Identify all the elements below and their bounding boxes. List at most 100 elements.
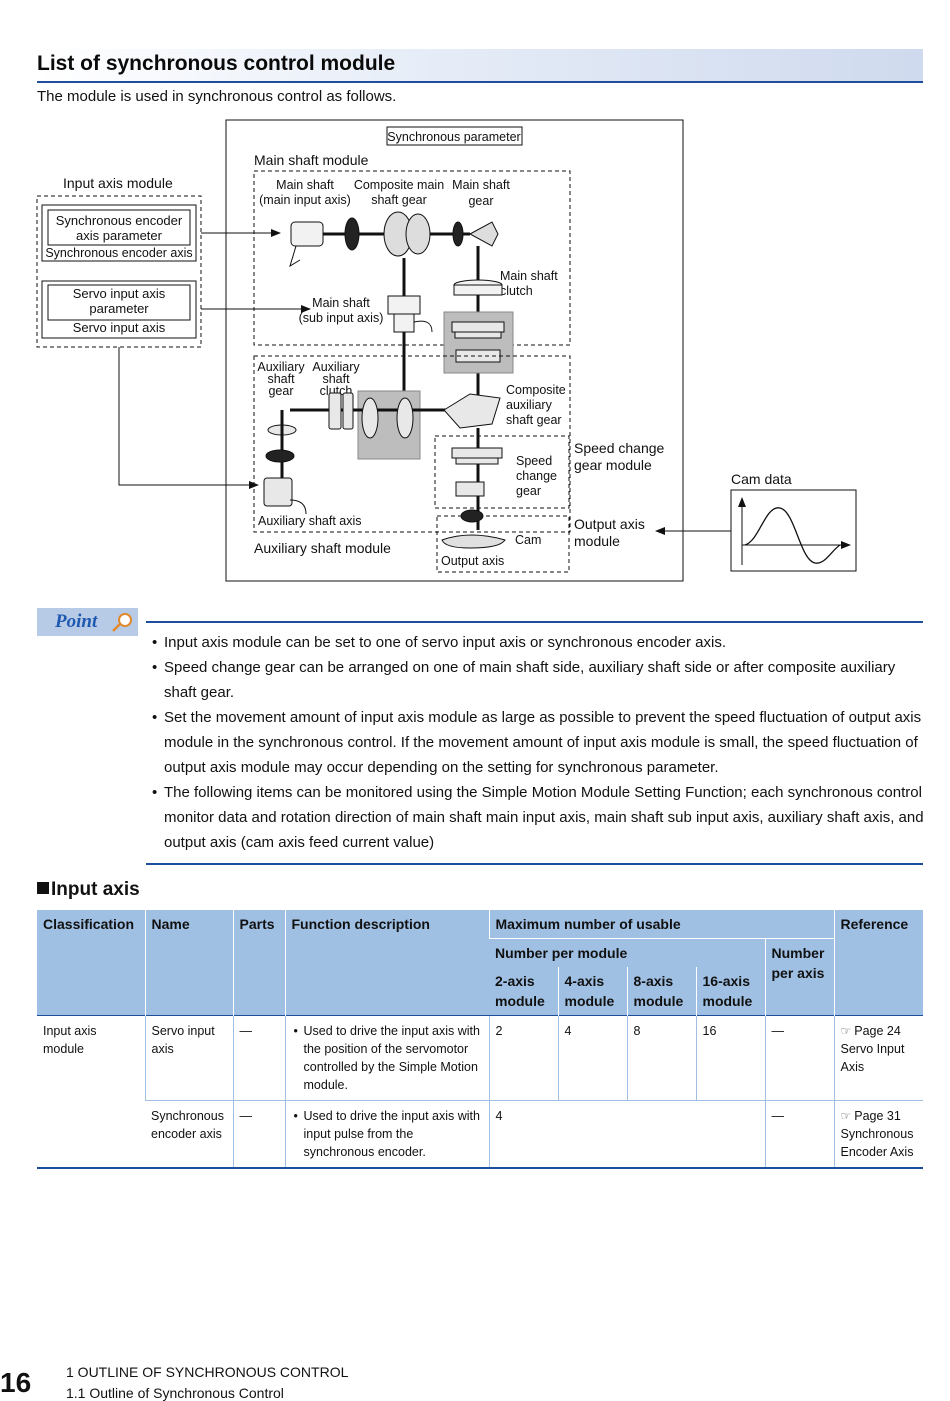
input-axis-module-box xyxy=(36,195,202,348)
sync-parameter-label: Synchronous parameter xyxy=(387,130,520,144)
cam-data-label: Cam data xyxy=(731,471,792,487)
cam-data-curve xyxy=(744,507,841,564)
sync-encoder-param-text-2: axis parameter xyxy=(76,228,163,243)
point-label: Point xyxy=(55,611,98,632)
th-parts: Parts xyxy=(232,910,285,1016)
function-text: Used to drive the input axis with the po… xyxy=(292,1022,483,1094)
th-4axis: 4-axis module xyxy=(557,967,627,1016)
arrow-to-aux-axis xyxy=(118,347,259,489)
main-input-label-2: (main input axis) xyxy=(259,193,351,207)
sync-encoder-param-box xyxy=(47,209,191,246)
table-row: Synchronous encoder axis — Used to drive… xyxy=(37,1100,923,1168)
composite-aux-label-3: shaft gear xyxy=(506,413,562,427)
reference-text[interactable]: Synchronous Encoder Axis xyxy=(840,1127,914,1159)
th-function: Function description xyxy=(284,910,489,1016)
cell-4axis: 4 xyxy=(557,1015,627,1101)
speed-change-module-box xyxy=(434,435,570,509)
aux-gear-label-2: shaft xyxy=(267,372,295,386)
section-title: Input axis xyxy=(51,879,140,900)
sync-encoder-param-text-1: Synchronous encoder xyxy=(56,213,183,228)
aux-shaft-module-box xyxy=(253,355,571,533)
footer-subchapter: 1.1 Outline of Synchronous Control xyxy=(66,1385,284,1401)
cam-label: Cam xyxy=(515,533,541,547)
cell-name: Synchronous encoder axis xyxy=(145,1100,233,1168)
section-square-icon xyxy=(37,882,49,894)
sub-input-label-1: Main shaft xyxy=(312,296,370,310)
main-gear-label-1: Main shaft xyxy=(452,178,510,192)
cam-data-box xyxy=(730,489,857,572)
speed-change-module-label-1: Speed change xyxy=(574,440,665,456)
main-shaft-mechanism xyxy=(289,211,503,400)
page-number: 16 xyxy=(0,1367,32,1398)
main-input-label-1: Main shaft xyxy=(276,178,334,192)
reference-link[interactable]: Page 31 xyxy=(854,1109,901,1123)
page-reference-icon: ☞ xyxy=(840,1109,852,1123)
composite-main-label-1: Composite main xyxy=(354,178,444,192)
main-clutch-label-1: Main shaft xyxy=(500,269,558,283)
speed-change-label-2: change xyxy=(516,469,557,483)
point-list: Input axis module can be set to one of s… xyxy=(150,630,925,855)
composite-aux-label-2: auxiliary xyxy=(506,398,553,412)
output-axis-label: Output axis xyxy=(441,554,504,568)
cell-parts: — xyxy=(232,1015,285,1101)
output-axis-box xyxy=(436,515,570,573)
cell-name: Servo input axis xyxy=(144,1015,233,1101)
cell-function: Used to drive the input axis with input … xyxy=(284,1100,489,1168)
point-item: Speed change gear can be arranged on one… xyxy=(150,655,925,705)
speed-change-module-label-2: gear module xyxy=(574,457,652,473)
point-item: The following items can be monitored usi… xyxy=(150,780,925,855)
point-rule-bottom xyxy=(146,863,923,865)
cell-16axis: 16 xyxy=(695,1015,765,1101)
reference-text[interactable]: Servo Input Axis xyxy=(840,1042,905,1074)
cell-8axis: 8 xyxy=(626,1015,696,1101)
input-axis-module-label: Input axis module xyxy=(63,175,173,191)
page-heading: List of synchronous control module xyxy=(37,52,396,75)
main-shaft-module-label: Main shaft module xyxy=(254,152,369,168)
th-reference: Reference xyxy=(833,910,923,1016)
point-item: Set the movement amount of input axis mo… xyxy=(150,705,925,780)
synchronous-control-diagram: Synchronous parameter Main shaft module … xyxy=(36,119,857,582)
cell-reference: ☞Page 31 Synchronous Encoder Axis xyxy=(833,1100,923,1168)
th-8axis: 8-axis module xyxy=(626,967,696,1016)
sync-parameter-frame xyxy=(225,119,684,582)
cell-per-axis: — xyxy=(764,1100,834,1168)
cell-reference: ☞Page 24 Servo Input Axis xyxy=(833,1015,923,1101)
aux-shaft-axis-label: Auxiliary shaft axis xyxy=(258,514,362,528)
heading-bar: List of synchronous control module xyxy=(37,49,923,83)
output-axis-module-label-2: module xyxy=(574,533,620,549)
aux-gear-label-3: gear xyxy=(268,384,293,398)
table-header-row: Classification Name Parts Function descr… xyxy=(37,910,923,1016)
function-text: Used to drive the input axis with input … xyxy=(292,1107,483,1161)
point-item: Input axis module can be set to one of s… xyxy=(150,630,925,655)
aux-gear-label-1: Auxiliary xyxy=(257,360,305,374)
table-header-row: Number per module Number per axis xyxy=(37,938,923,1016)
magnifier-icon xyxy=(112,613,132,632)
th-per-axis: Number per axis xyxy=(764,938,834,1016)
reference-link[interactable]: Page 24 xyxy=(854,1024,901,1038)
sub-input-label-2: (sub input axis) xyxy=(299,311,384,325)
sync-encoder-axis-text: Synchronous encoder axis xyxy=(45,246,192,260)
output-axis-module-label-1: Output axis xyxy=(574,516,645,532)
servo-param-text-1: Servo input axis xyxy=(73,286,166,301)
speed-change-label-3: gear xyxy=(516,484,541,498)
cell-function: Used to drive the input axis with the po… xyxy=(284,1015,489,1101)
sync-encoder-outer xyxy=(41,204,197,262)
th-max: Maximum number of usable xyxy=(488,910,834,939)
cell-2axis: 2 xyxy=(488,1015,558,1101)
servo-param-text-2: parameter xyxy=(89,301,149,316)
servo-input-outer xyxy=(41,280,197,339)
page-reference-icon: ☞ xyxy=(840,1024,852,1038)
main-shaft-module-box xyxy=(253,170,571,346)
cell-parts: — xyxy=(232,1100,285,1168)
footer-chapter: 1 OUTLINE OF SYNCHRONOUS CONTROL xyxy=(66,1364,349,1380)
th-16axis: 16-axis module xyxy=(695,967,765,1016)
cam-mechanism xyxy=(441,509,506,549)
th-name: Name xyxy=(144,910,233,1016)
th-classification: Classification xyxy=(37,910,145,1016)
composite-main-label-2: shaft gear xyxy=(371,193,427,207)
aux-clutch-label-2: shaft xyxy=(322,372,350,386)
table-row: Input axis module Servo input axis — Use… xyxy=(37,1015,923,1168)
composite-aux-label-1: Composite xyxy=(506,383,566,397)
th-2axis: 2-axis module xyxy=(489,967,558,1016)
intro-text: The module is used in synchronous contro… xyxy=(37,88,397,105)
